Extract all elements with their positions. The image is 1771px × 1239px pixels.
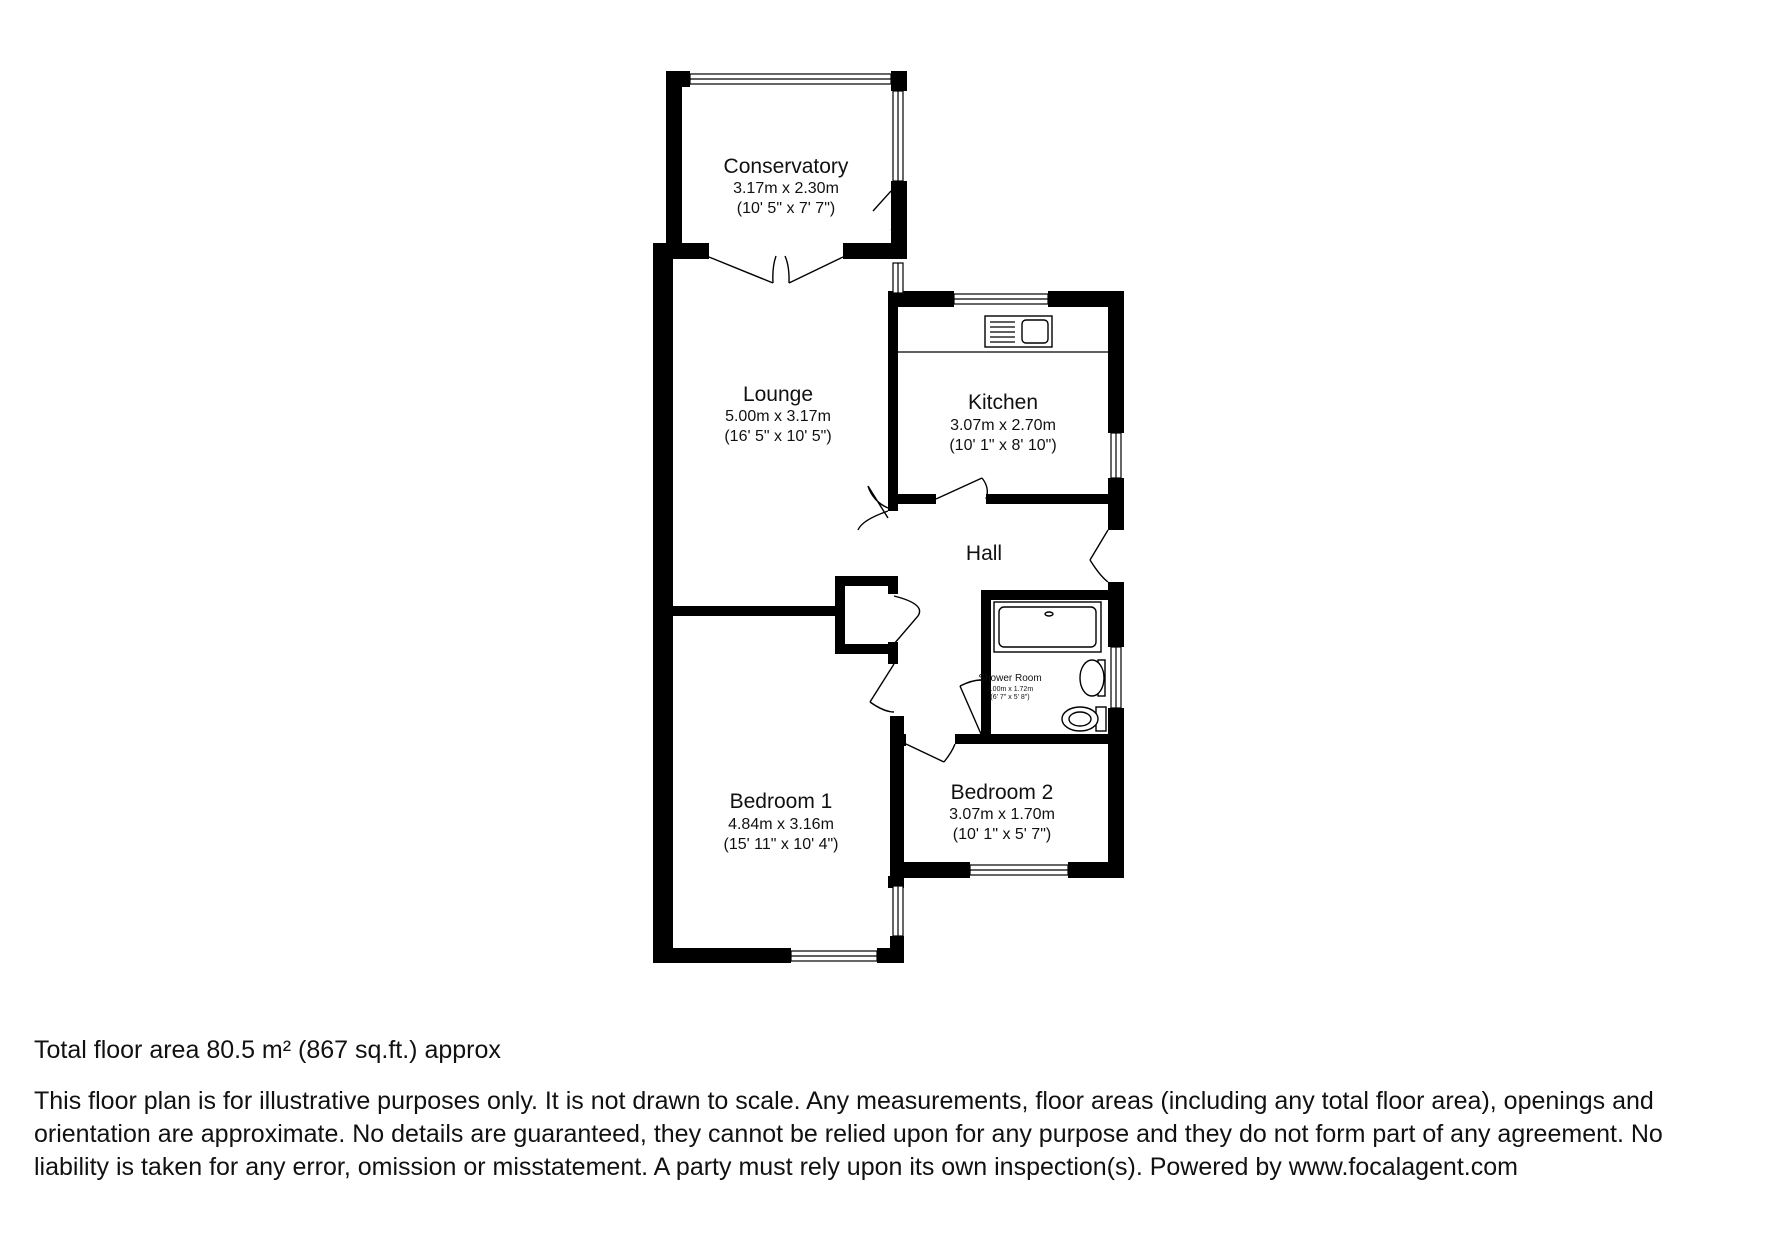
conservatory-name: Conservatory — [724, 155, 849, 178]
kitchen-sink-icon — [984, 315, 1053, 348]
lounge-metric: 5.00m x 3.17m — [725, 408, 831, 425]
floor-plan: Conservatory 3.17m x 2.30m (10' 5" x 7' … — [653, 71, 1124, 963]
bedroom-2-metric: 3.07m x 1.70m — [949, 806, 1055, 823]
room-bedroom-1: Bedroom 1 4.84m x 3.16m (15' 11" x 10' 4… — [723, 790, 838, 853]
kitchen-metric: 3.07m x 2.70m — [950, 417, 1056, 434]
fixtures — [898, 315, 1108, 732]
room-bedroom-2: Bedroom 2 3.07m x 1.70m (10' 1" x 5' 7") — [949, 781, 1055, 843]
room-shower-room: Shower Room 2.00m x 1.72m (6' 7" x 5' 8"… — [978, 673, 1041, 701]
doors — [708, 190, 1109, 763]
room-hall: Hall — [966, 542, 1002, 565]
room-conservatory: Conservatory 3.17m x 2.30m (10' 5" x 7' … — [724, 155, 849, 217]
room-kitchen: Kitchen 3.07m x 2.70m (10' 1" x 8' 10") — [949, 391, 1056, 454]
disclaimer-text: This floor plan is for illustrative purp… — [34, 1087, 1663, 1181]
shower-room-imperial: (6' 7" x 5' 8") — [990, 694, 1029, 701]
basin-icon — [1079, 659, 1106, 697]
bedroom-1-metric: 4.84m x 3.16m — [728, 816, 834, 833]
lounge-name: Lounge — [743, 383, 813, 406]
room-lounge: Lounge 5.00m x 3.17m (16' 5" x 10' 5") — [724, 383, 831, 445]
shower-room-name: Shower Room — [978, 673, 1041, 684]
windows — [689, 73, 1122, 962]
bedroom-2-name: Bedroom 2 — [951, 781, 1054, 804]
conservatory-imperial: (10' 5" x 7' 7") — [737, 200, 835, 217]
walls — [653, 71, 1124, 963]
toilet-icon — [1061, 706, 1107, 732]
bedroom-1-imperial: (15' 11" x 10' 4") — [723, 836, 838, 853]
bedroom-1-name: Bedroom 1 — [730, 790, 833, 813]
lounge-imperial: (16' 5" x 10' 5") — [724, 428, 831, 445]
kitchen-imperial: (10' 1" x 8' 10") — [949, 437, 1056, 454]
hall-name: Hall — [966, 542, 1002, 565]
kitchen-name: Kitchen — [968, 391, 1038, 414]
shower-room-metric: 2.00m x 1.72m — [987, 686, 1033, 693]
bedroom-2-imperial: (10' 1" x 5' 7") — [953, 826, 1051, 843]
conservatory-metric: 3.17m x 2.30m — [733, 180, 839, 197]
plan-footer: Total floor area 80.5 m² (867 sq.ft.) ap… — [34, 1035, 1744, 1184]
total-floor-area: Total floor area 80.5 m² (867 sq.ft.) ap… — [34, 1036, 501, 1064]
shower-tray-icon — [993, 601, 1102, 653]
